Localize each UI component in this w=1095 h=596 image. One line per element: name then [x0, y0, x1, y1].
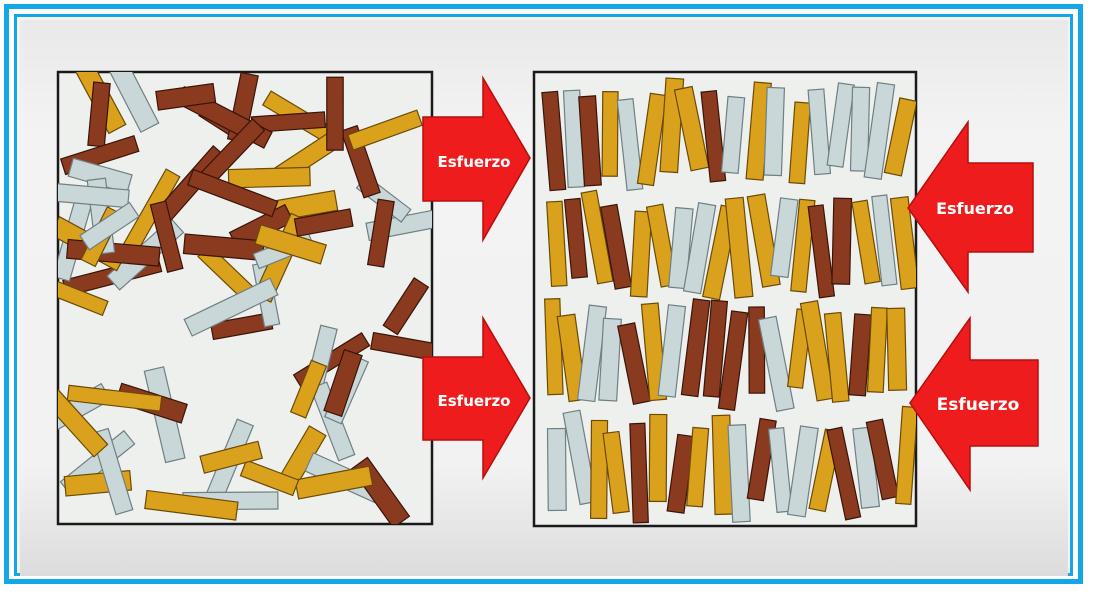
aligned-fiber — [556, 313, 588, 403]
arrow-right-top: Esfuerzo — [907, 119, 1034, 295]
random-fiber — [87, 81, 111, 148]
aligned-fiber — [895, 405, 916, 506]
aligned-fiber — [746, 417, 777, 502]
aligned-fiber — [657, 304, 687, 398]
aligned-fiber — [807, 88, 832, 176]
aligned-fiber — [889, 195, 916, 291]
random-fiber — [227, 166, 311, 189]
aligned-fiber — [826, 82, 855, 168]
aligned-fiber — [823, 311, 850, 403]
aligned-fiber — [799, 300, 835, 402]
aligned-fiber — [598, 317, 622, 402]
random-fiber — [254, 224, 328, 265]
random-fiber — [323, 348, 363, 418]
aligned-fiber — [616, 98, 644, 192]
aligned-fiber — [580, 189, 614, 285]
aligned-fiber — [757, 315, 795, 413]
aligned-fiber — [602, 430, 630, 515]
aligned-fiber — [546, 427, 567, 512]
aligned-fiber — [599, 203, 633, 290]
arrow-right-top-label: Esfuerzo — [936, 199, 1014, 218]
random-fiber — [382, 277, 430, 336]
aligned-fiber — [673, 85, 710, 172]
random-fiber — [66, 384, 163, 412]
aligned-fiber — [636, 92, 668, 187]
aligned-fiber — [849, 86, 871, 172]
arrow-left-bottom: Esfuerzo — [422, 315, 531, 481]
aligned-fiber — [807, 204, 836, 299]
random-fiber — [58, 182, 130, 209]
aligned-fiber — [576, 304, 608, 403]
random-fiber — [58, 388, 109, 458]
random-fiber — [97, 72, 160, 133]
aligned-fiber — [871, 194, 898, 287]
aligned-fiber — [601, 91, 619, 177]
aligned-fiber — [863, 81, 896, 180]
aligned-fiber — [851, 199, 881, 285]
aligned-fiber — [686, 426, 710, 508]
random-fiber — [294, 465, 374, 500]
aligned-fiber — [700, 89, 727, 183]
random-fiber — [347, 109, 424, 151]
arrow-left-bottom-label: Esfuerzo — [438, 392, 511, 410]
aligned-fibers-group — [541, 77, 916, 524]
aligned-fiber — [578, 95, 602, 187]
aligned-fiber — [648, 413, 668, 503]
aligned-fiber — [848, 313, 873, 397]
arrow-left-top-label: Esfuerzo — [438, 153, 511, 171]
random-fiber — [293, 208, 354, 237]
aligned-fiber — [831, 197, 853, 285]
aligned-fiber — [866, 306, 889, 394]
aligned-fiber — [541, 90, 567, 192]
aligned-fiber-panel — [532, 70, 918, 528]
random-fiber — [199, 440, 264, 474]
aligned-fiber — [724, 196, 754, 299]
arrow-right-bottom: Esfuerzo — [909, 315, 1039, 493]
random-fiber — [186, 168, 279, 218]
aligned-fiber — [826, 426, 862, 521]
random-fiber — [326, 76, 344, 151]
aligned-fiber — [865, 418, 900, 501]
arrow-right-bottom-label: Esfuerzo — [937, 395, 1020, 415]
aligned-fiber — [727, 424, 751, 523]
aligned-fiber — [629, 210, 653, 298]
aligned-fiber — [763, 86, 786, 177]
random-fiber — [58, 272, 109, 317]
random-fiber — [144, 489, 239, 521]
random-fiber-panel — [56, 70, 434, 526]
aligned-fiber — [702, 299, 729, 398]
random-fiber — [289, 359, 328, 419]
aligned-fiber — [883, 97, 916, 177]
aligned-fiber — [886, 307, 908, 391]
aligned-fiber — [786, 425, 819, 518]
aligned-fiber — [767, 426, 793, 514]
random-fiber — [149, 200, 184, 273]
aligned-fiber — [717, 310, 749, 411]
aligned-fiber — [563, 197, 589, 279]
aligned-fiber — [680, 298, 711, 398]
random-fiber — [79, 201, 140, 251]
random-fibers-group — [58, 72, 432, 524]
random-fiber — [366, 198, 395, 268]
arrow-left-top: Esfuerzo — [422, 75, 531, 243]
random-fiber — [239, 459, 300, 497]
random-fiber — [369, 331, 432, 363]
aligned-fiber — [562, 409, 598, 506]
random-fiber — [155, 82, 217, 111]
aligned-fiber — [543, 297, 564, 396]
aligned-fiber — [629, 422, 649, 524]
aligned-fiber — [720, 95, 746, 174]
aligned-fiber — [769, 197, 799, 279]
random-fiber — [183, 277, 279, 337]
aligned-fiber — [682, 201, 717, 295]
aligned-fiber — [790, 198, 816, 293]
aligned-fiber — [617, 322, 652, 406]
aligned-fiber — [546, 200, 568, 288]
aligned-fiber — [788, 101, 812, 185]
